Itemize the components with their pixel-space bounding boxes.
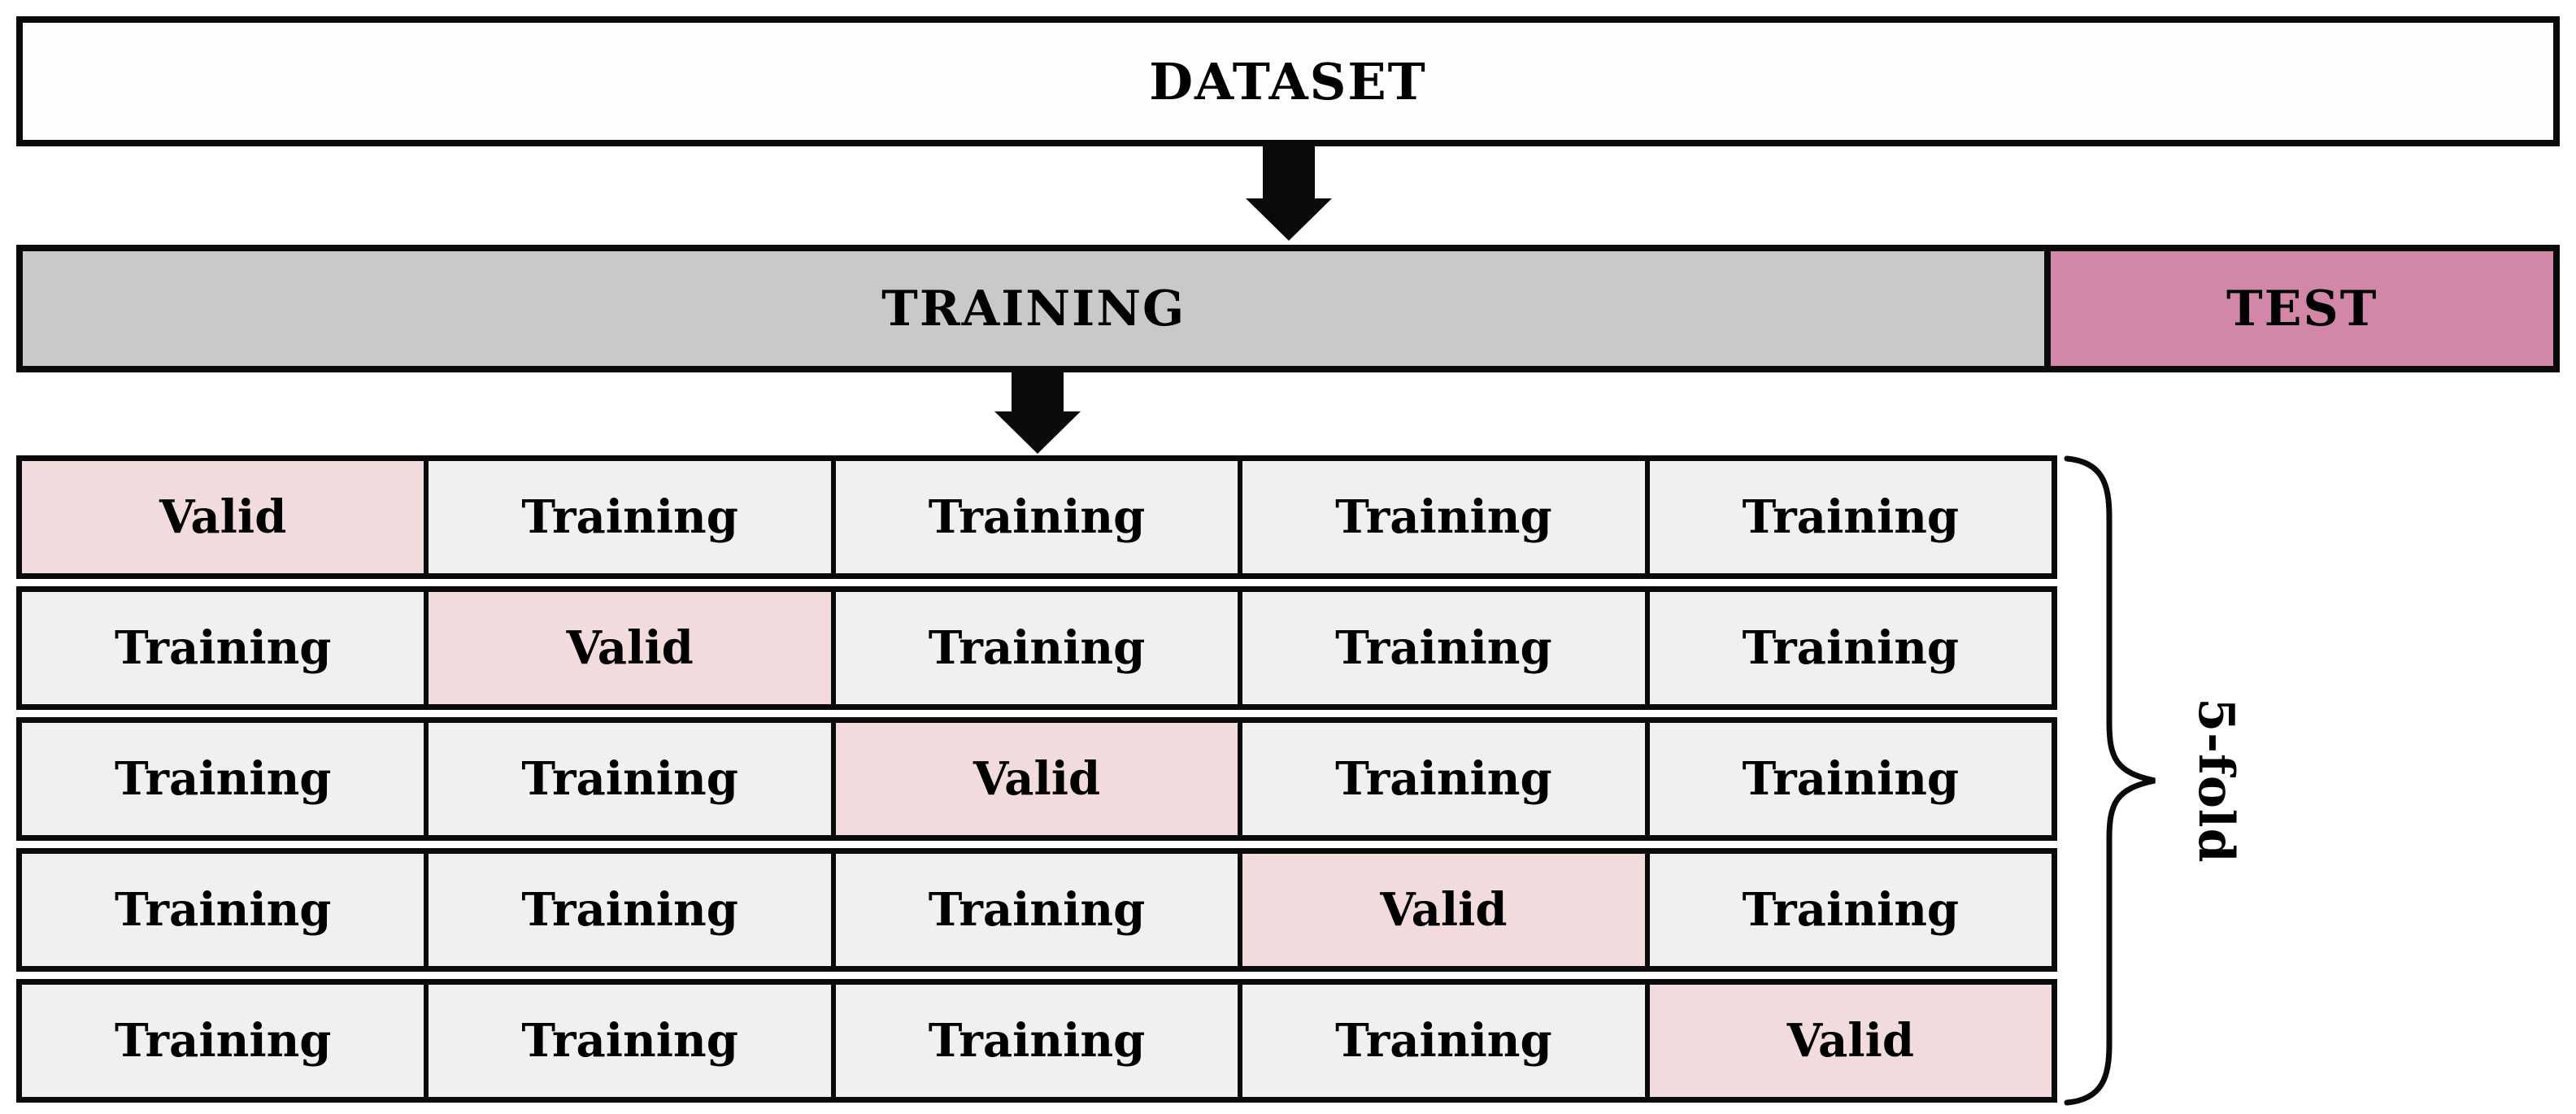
fold-cell-training: Training <box>1238 723 1645 835</box>
fold-count-label: 5-fold <box>2187 698 2244 864</box>
dataset-bar: DATASET <box>16 16 2560 146</box>
test-segment: TEST <box>2044 251 2553 366</box>
fold-cell-training: Training <box>424 461 831 573</box>
fold-cell-valid: Valid <box>830 723 1238 835</box>
fold-cell-training: Training <box>1238 461 1645 573</box>
training-segment: TRAINING <box>23 251 2045 366</box>
fold-cell-training: Training <box>830 461 1238 573</box>
fold-cell-valid: Valid <box>1238 854 1645 966</box>
fold-cell-training: Training <box>1644 592 2052 704</box>
fold-cell-training: Training <box>1644 461 2052 573</box>
fold-cell-training: Training <box>424 723 831 835</box>
fold-cell-training: Training <box>22 985 424 1097</box>
fold-cell-training: Training <box>1644 723 2052 835</box>
fold-cell-training: Training <box>830 592 1238 704</box>
fold-cell-training: Training <box>830 985 1238 1097</box>
fold-cell-training: Training <box>22 723 424 835</box>
down-arrow-icon <box>994 372 1081 454</box>
fold-cell-training: Training <box>424 985 831 1097</box>
training-label: TRAINING <box>881 280 1186 337</box>
curly-brace-icon <box>2064 455 2156 1106</box>
dataset-label: DATASET <box>1149 51 1427 111</box>
fold-cell-training: Training <box>22 854 424 966</box>
down-arrow-icon <box>1246 146 1332 241</box>
fold-cell-training: Training <box>1238 592 1645 704</box>
fold-cell-valid: Valid <box>424 592 831 704</box>
fold-cell-training: Training <box>1644 854 2052 966</box>
fold-cell-training: Training <box>424 854 831 966</box>
fold-cell-training: Training <box>1238 985 1645 1097</box>
fold-cell-valid: Valid <box>1644 985 2052 1097</box>
fold-cell-valid: Valid <box>22 461 424 573</box>
fold-cell-training: Training <box>830 854 1238 966</box>
train-test-bar: TRAINING TEST <box>16 245 2560 372</box>
fold-cell-training: Training <box>22 592 424 704</box>
test-label: TEST <box>2226 280 2378 337</box>
